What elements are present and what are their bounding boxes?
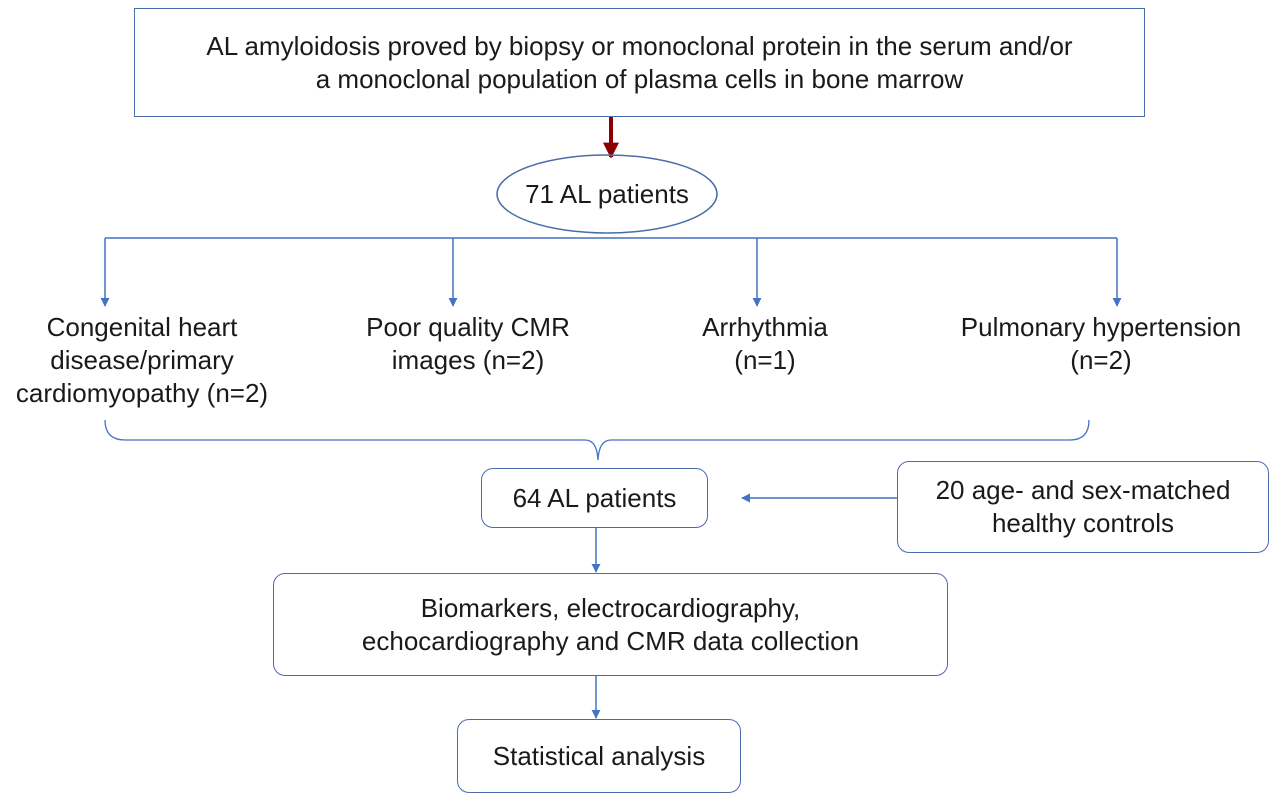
exclusion-3-line-2: (n=1) bbox=[734, 345, 796, 375]
final-cohort-label: 64 AL patients bbox=[512, 482, 677, 513]
exclusion-2-line-2: images (n=2) bbox=[391, 345, 545, 375]
initial-cohort-node: 71 AL patients bbox=[497, 155, 717, 233]
exclusion-4-line-2: (n=2) bbox=[1070, 345, 1132, 375]
exclusion-3-line-1: Arrhythmia bbox=[702, 312, 828, 342]
exclusion-congenital: Congenital heart disease/primary cardiom… bbox=[0, 311, 284, 410]
data-collection-line-2: echocardiography and CMR data collection bbox=[361, 625, 860, 656]
inclusion-criteria-box: AL amyloidosis proved by biopsy or monoc… bbox=[134, 8, 1145, 117]
healthy-controls-line-1: 20 age- and sex-matched bbox=[935, 475, 1231, 505]
initial-cohort-ellipse bbox=[496, 154, 718, 234]
healthy-controls-line-2: healthy controls bbox=[991, 508, 1175, 538]
data-collection-box: Biomarkers, electrocardiography, echocar… bbox=[273, 573, 948, 676]
exclusion-1-line-1: Congenital heart bbox=[46, 312, 238, 342]
exclusion-arrhythmia: Arrhythmia (n=1) bbox=[680, 311, 850, 377]
statistical-analysis-label: Statistical analysis bbox=[492, 740, 706, 771]
exclusion-poor-quality-cmr: Poor quality CMR images (n=2) bbox=[340, 311, 596, 377]
exclusion-brace bbox=[104, 419, 1090, 461]
inclusion-criteria-line-2: a monoclonal population of plasma cells … bbox=[315, 63, 964, 94]
exclusion-pulmonary-hypertension: Pulmonary hypertension (n=2) bbox=[936, 311, 1266, 377]
exclusion-2-line-1: Poor quality CMR bbox=[366, 312, 570, 342]
statistical-analysis-box: Statistical analysis bbox=[457, 719, 741, 793]
initial-cohort-label: 71 AL patients bbox=[525, 178, 689, 209]
exclusion-1-line-2: disease/primary bbox=[50, 345, 234, 375]
data-collection-line-1: Biomarkers, electrocardiography, bbox=[420, 592, 801, 623]
exclusion-4-line-1: Pulmonary hypertension bbox=[960, 312, 1242, 342]
exclusion-1-line-3: cardiomyopathy (n=2) bbox=[15, 378, 269, 408]
healthy-controls-box: 20 age- and sex-matched healthy controls bbox=[897, 461, 1269, 553]
inclusion-criteria-line-1: AL amyloidosis proved by biopsy or monoc… bbox=[206, 30, 1073, 61]
final-cohort-box: 64 AL patients bbox=[481, 468, 708, 528]
